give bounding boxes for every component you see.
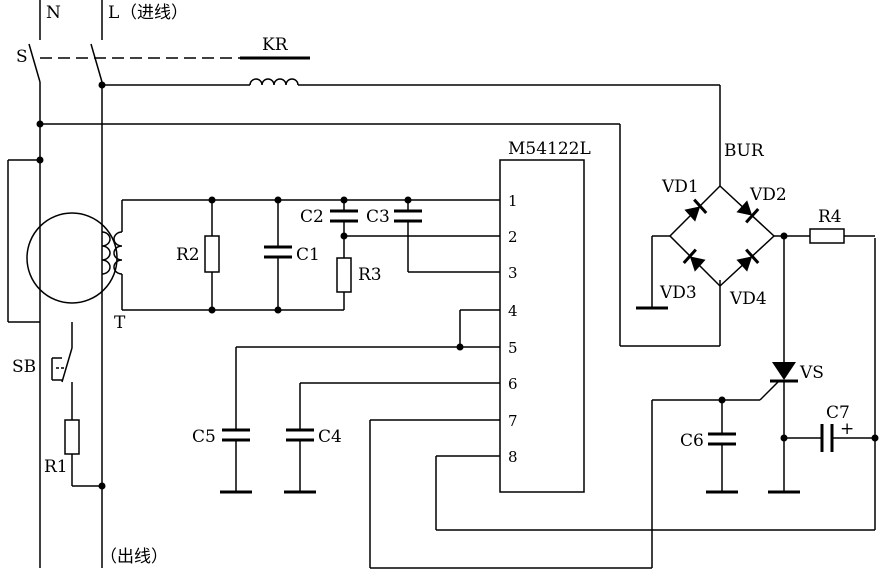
pin-label-2: 2 <box>508 228 518 246</box>
ic-m54122l <box>499 159 585 493</box>
pin-label-6: 6 <box>508 375 518 393</box>
bridge-ground <box>636 235 670 310</box>
switch-s <box>28 43 240 83</box>
label-r2: R2 <box>176 245 200 265</box>
label-t: T <box>114 313 126 333</box>
inductor-kr <box>102 56 721 186</box>
label-vd1: VD1 <box>661 177 699 197</box>
label-r1: R1 <box>44 457 68 477</box>
label-vd3: VD3 <box>659 283 697 303</box>
label-c1: C1 <box>296 245 320 265</box>
capacitor-c7 <box>784 424 875 452</box>
pin-label-7: 7 <box>508 412 518 430</box>
n-feed-wire <box>40 123 721 347</box>
pin-label-3: 3 <box>508 264 518 282</box>
capacitor-c6 <box>706 400 738 494</box>
label-out-note: （出线） <box>100 547 168 567</box>
resistor-r2 <box>204 200 220 310</box>
capacitor-c1 <box>264 200 292 310</box>
label-r4: R4 <box>818 207 842 227</box>
label-sb: SB <box>12 357 36 377</box>
label-l: L <box>108 3 119 23</box>
label-c4: C4 <box>318 427 342 447</box>
resistor-r4 <box>809 228 875 244</box>
motor-loop <box>7 159 40 323</box>
label-vd2: VD2 <box>749 185 787 205</box>
label-n: N <box>46 3 61 23</box>
diode-vd2 <box>736 200 760 224</box>
pushbutton-sb <box>51 322 73 420</box>
label-vs: VS <box>799 363 824 383</box>
bridge-bur <box>668 184 776 288</box>
pin8-wire <box>435 238 876 531</box>
diode-vd1 <box>684 198 708 222</box>
diode-vd4 <box>736 248 760 272</box>
transformer-t <box>101 200 123 310</box>
pin-label-8: 8 <box>508 448 518 466</box>
label-kr: KR <box>262 35 289 55</box>
pin4-pin5-wire <box>236 309 500 348</box>
label-vd4: VD4 <box>729 289 767 309</box>
label-c5: C5 <box>192 427 216 447</box>
label-c2: C2 <box>300 207 324 227</box>
pin7-wire <box>369 381 779 569</box>
capacitor-c4 <box>284 382 500 494</box>
pin-label-1: 1 <box>508 192 518 210</box>
label-ic: M54122L <box>508 139 591 159</box>
capacitor-c5 <box>220 347 252 494</box>
label-c7-polarity: + <box>840 419 854 439</box>
label-s: S <box>16 47 28 67</box>
label-l-note: （进线） <box>120 3 188 23</box>
r1-wire <box>71 454 102 487</box>
label-c6: C6 <box>680 431 704 451</box>
resistor-r3 <box>336 257 352 310</box>
junction-dots <box>36 81 879 490</box>
label-bur: BUR <box>724 141 765 161</box>
diode-vd3 <box>682 248 706 272</box>
resistor-r1 <box>64 419 80 455</box>
label-c7: C7 <box>826 403 850 423</box>
label-c3: C3 <box>366 207 390 227</box>
pin-label-4: 4 <box>508 302 518 320</box>
bridge-output-wire <box>774 235 810 362</box>
pin-label-5: 5 <box>508 339 518 357</box>
capacitor-c2 <box>330 200 358 258</box>
thyristor-vs <box>768 362 800 494</box>
label-r3: R3 <box>358 265 382 285</box>
